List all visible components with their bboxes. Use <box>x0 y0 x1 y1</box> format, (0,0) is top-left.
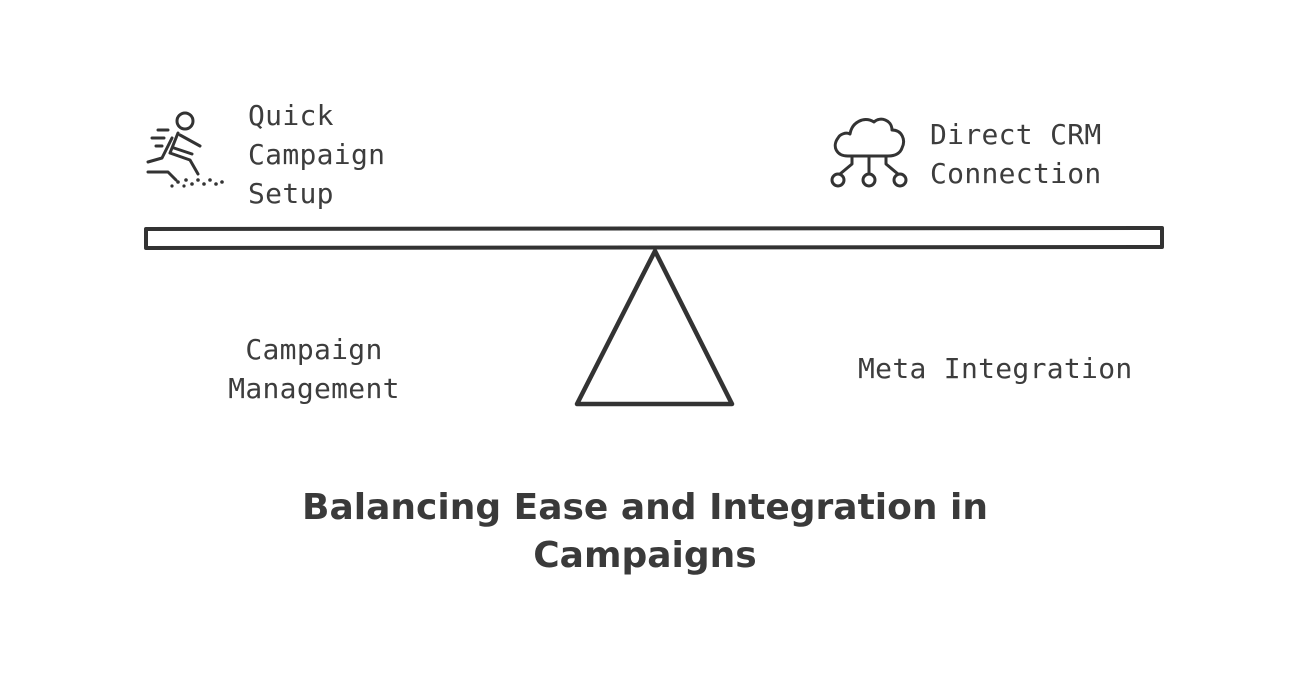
cloud-network-icon <box>830 117 908 188</box>
label-line: Direct CRM <box>930 118 1102 151</box>
diagram-title: Balancing Ease and Integration in Campai… <box>245 484 1045 580</box>
title-line: Campaigns <box>533 535 757 576</box>
running-person-icon <box>146 111 224 188</box>
quick-campaign-setup-label: Quick Campaign Setup <box>248 96 385 213</box>
label-line: Campaign <box>245 333 383 366</box>
seesaw-fulcrum <box>574 248 735 407</box>
label-line: Management <box>228 372 400 405</box>
title-line: Balancing Ease and Integration in <box>302 487 988 528</box>
seesaw-plank <box>144 226 1164 250</box>
label-line: Campaign <box>248 138 386 171</box>
meta-integration-label: Meta Integration <box>858 349 1133 388</box>
label-line: Meta Integration <box>858 352 1133 385</box>
label-line: Connection <box>930 157 1102 190</box>
label-line: Quick <box>248 99 334 132</box>
campaign-management-label: Campaign Management <box>205 330 423 408</box>
label-line: Setup <box>248 177 334 210</box>
direct-crm-connection-label: Direct CRM Connection <box>930 115 1102 193</box>
